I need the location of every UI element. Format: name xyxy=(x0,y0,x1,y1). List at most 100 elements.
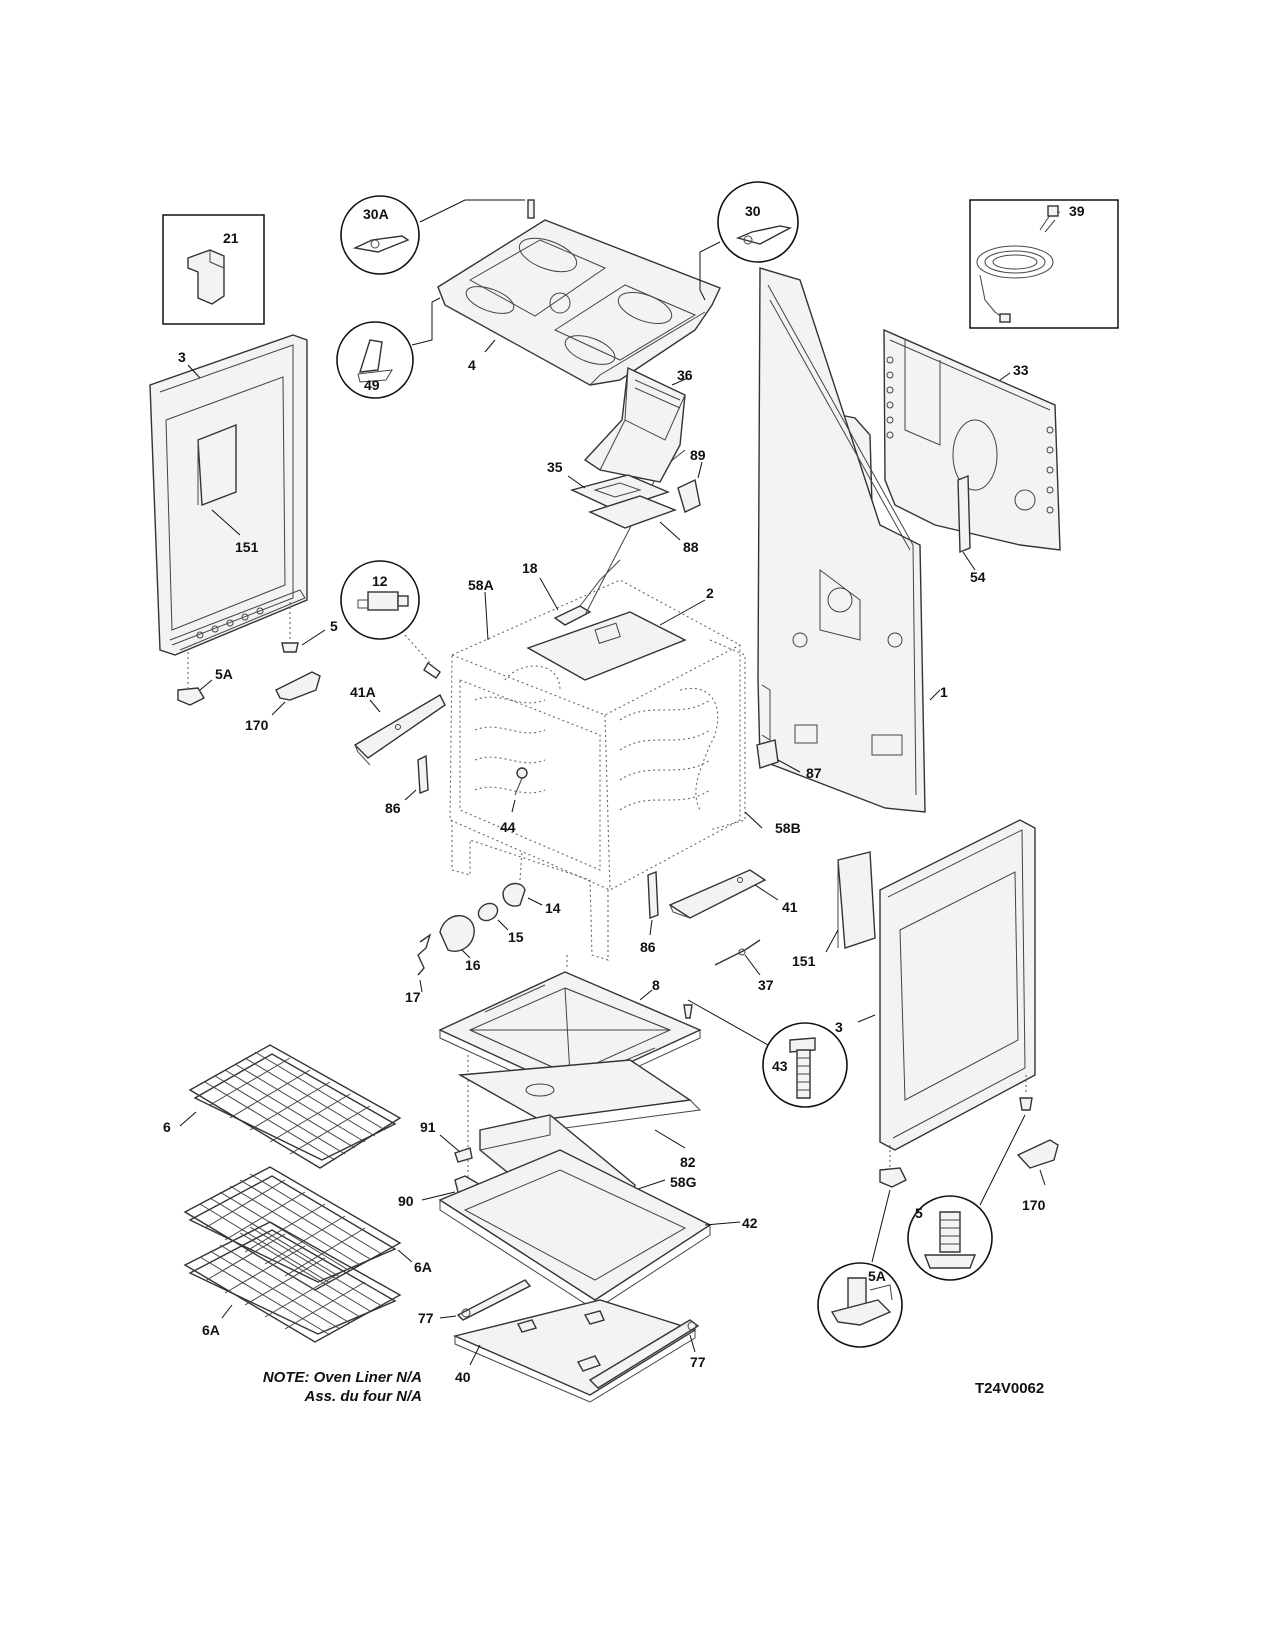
part-40-drawer: 40 xyxy=(452,1299,697,1403)
label-30: 30 xyxy=(745,203,761,219)
label-16: 16 xyxy=(465,957,481,973)
label-37: 37 xyxy=(758,977,774,993)
label-35: 35 xyxy=(547,459,563,475)
part-14-socket: 14 xyxy=(502,849,561,916)
label-36: 36 xyxy=(677,367,693,383)
label-89: 89 xyxy=(690,447,706,463)
label-77-left: 77 xyxy=(418,1310,434,1326)
part-88-gasket: 88 xyxy=(588,495,699,555)
label-6a-bottom: 6A xyxy=(202,1322,220,1338)
label-6a-mid: 6A xyxy=(414,1259,432,1275)
label-12: 12 xyxy=(372,573,388,589)
part-58b-rear-insulation: 58B xyxy=(709,639,801,836)
part-21-box: 21 xyxy=(162,214,265,325)
part-87-block: 87 xyxy=(756,739,822,781)
label-17: 17 xyxy=(405,989,421,1005)
callout-43: 43 xyxy=(683,999,848,1108)
label-5a-left: 5A xyxy=(215,666,233,682)
label-151-right: 151 xyxy=(792,953,816,969)
label-30a: 30A xyxy=(363,206,389,222)
label-14: 14 xyxy=(545,900,561,916)
label-49: 49 xyxy=(364,377,380,393)
part-91-bracket: 91 xyxy=(420,1119,473,1163)
label-88: 88 xyxy=(683,539,699,555)
callout-30a: 30A xyxy=(340,195,525,275)
part-1-back-panel: 1 xyxy=(757,267,948,813)
label-3-right: 3 xyxy=(835,1019,843,1035)
label-90: 90 xyxy=(398,1193,414,1209)
part-39-box: 39 xyxy=(969,199,1119,329)
part-5-left-leveler: 5 xyxy=(281,602,338,653)
note-line-1: NOTE: Oven Liner N/A xyxy=(263,1369,422,1386)
note-line-2: Ass. du four N/A xyxy=(303,1388,422,1405)
label-54: 54 xyxy=(970,569,986,585)
part-16-lens: 16 xyxy=(439,914,481,973)
part-4-top-panel: 4 xyxy=(437,199,721,386)
part-151-left-bracket: 151 xyxy=(197,423,259,555)
label-170-left: 170 xyxy=(245,717,269,733)
part-41a-rail: 41A xyxy=(350,684,446,766)
label-39: 39 xyxy=(1069,203,1085,219)
label-43: 43 xyxy=(772,1058,788,1074)
label-44: 44 xyxy=(500,819,516,835)
label-2: 2 xyxy=(706,585,714,601)
part-44-sensor: 44 xyxy=(500,767,528,835)
part-41-rail: 41 xyxy=(668,869,798,919)
part-151-right-bracket: 151 xyxy=(792,851,876,969)
part-2-top-plate: 2 xyxy=(526,585,714,681)
part-6a-rack-bottom: 6A xyxy=(183,1221,402,1343)
callout-12: 12 xyxy=(340,560,441,679)
part-170-right-clip: 170 xyxy=(1016,1139,1059,1213)
part-5-right-leveler xyxy=(1019,1075,1033,1111)
label-151-left: 151 xyxy=(235,539,259,555)
label-40: 40 xyxy=(455,1369,471,1385)
diagram-code: T24V0062 xyxy=(975,1380,1044,1397)
part-42-frame: 42 xyxy=(438,1149,758,1311)
label-42: 42 xyxy=(742,1215,758,1231)
callout-5-right: 5 xyxy=(907,1114,1026,1281)
label-170-right: 170 xyxy=(1022,1197,1046,1213)
label-58b: 58B xyxy=(775,820,801,836)
part-77-left-slide: 77 xyxy=(418,1279,532,1326)
part-89-bracket: 89 xyxy=(677,447,706,513)
part-54-bracket: 54 xyxy=(957,474,986,585)
label-6: 6 xyxy=(163,1119,171,1135)
label-3-left: 3 xyxy=(178,349,186,365)
part-35-vent-plate: 35 xyxy=(547,459,670,511)
part-33-rear-panel: 33 xyxy=(883,328,1061,551)
callout-49: 49 xyxy=(336,297,441,399)
label-5-right: 5 xyxy=(915,1205,923,1221)
label-41a: 41A xyxy=(350,684,376,700)
part-36-vent-duct: 36 xyxy=(583,366,693,483)
part-17-clip: 17 xyxy=(405,933,432,1005)
callout-5a-right: 5A xyxy=(817,1189,903,1348)
label-5-left: 5 xyxy=(330,618,338,634)
label-15: 15 xyxy=(508,929,524,945)
label-82: 82 xyxy=(680,1154,696,1170)
label-21: 21 xyxy=(223,230,239,246)
part-37-wire: 37 xyxy=(714,939,774,993)
label-41: 41 xyxy=(782,899,798,915)
part-5a-left-leg: 5A xyxy=(177,652,233,706)
label-5a-right: 5A xyxy=(868,1268,886,1284)
label-58a: 58A xyxy=(468,577,494,593)
part-15-bulb: 15 xyxy=(477,902,524,945)
part-6-rack: 6 xyxy=(163,1044,402,1169)
label-91: 91 xyxy=(420,1119,436,1135)
label-33: 33 xyxy=(1013,362,1029,378)
label-1: 1 xyxy=(940,684,948,700)
part-86-mid-bracket: 86 xyxy=(640,871,659,955)
callout-30: 30 xyxy=(699,181,799,301)
part-18-switch: 18 xyxy=(522,449,686,626)
part-170-left-clip: 170 xyxy=(245,671,321,733)
label-86-mid: 86 xyxy=(640,939,656,955)
part-86-left-bracket: 86 xyxy=(385,754,429,816)
label-77-right: 77 xyxy=(690,1354,706,1370)
label-18: 18 xyxy=(522,560,538,576)
label-8: 8 xyxy=(652,977,660,993)
part-58a-oven-cavity: 58A xyxy=(449,577,741,961)
part-5a-right-leg xyxy=(879,1145,907,1188)
label-4: 4 xyxy=(468,357,476,373)
label-87: 87 xyxy=(806,765,822,781)
